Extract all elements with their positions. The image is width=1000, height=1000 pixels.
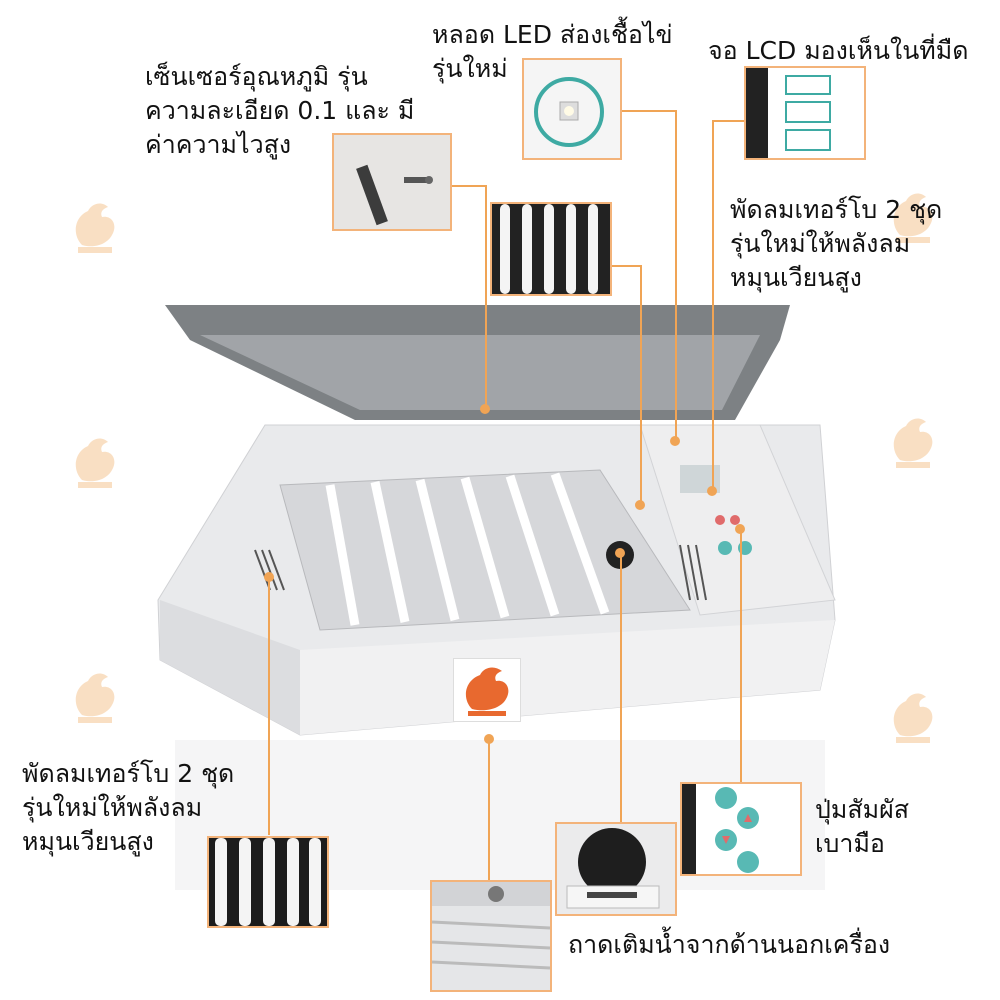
leader-line: [712, 120, 746, 122]
touch-buttons-inset: [680, 782, 802, 876]
leader-dot: [635, 500, 645, 510]
leader-line: [610, 265, 642, 267]
leader-dot: [735, 524, 745, 534]
fan-inset-bottom: [207, 836, 329, 928]
led-callout: หลอด LED ส่องเชื้อไข่ รุ่นใหม่: [432, 20, 673, 83]
lcd-callout: จอ LCD มองเห็นในที่มืด: [708, 36, 969, 65]
water-callout: ถาดเติมน้ำจากด้านนอกเครื่อง: [568, 930, 891, 959]
leader-line: [675, 110, 677, 440]
rooster-watermark-icon: [893, 418, 933, 468]
drawer-inset: [430, 880, 552, 992]
fan-right-callout: พัดลมเทอร์โบ 2 ชุด รุ่นใหม่ให้พลังลม หมุ…: [730, 195, 943, 292]
sensor-inset: [332, 133, 452, 231]
water-port-inset: [555, 822, 677, 916]
led-inset: [522, 58, 622, 160]
rooster-watermark-icon: [75, 203, 115, 253]
touch-callout: ปุ่มสัมผัส เบามือ: [815, 795, 909, 858]
rooster-logo-icon: [465, 667, 509, 716]
rooster-watermark-icon: [75, 438, 115, 488]
leader-line: [740, 528, 742, 783]
leader-line: [268, 575, 270, 835]
leader-dot: [264, 572, 274, 582]
leader-line: [485, 185, 487, 410]
leader-line: [620, 552, 622, 822]
rooster-watermark-icon: [893, 693, 933, 743]
leader-dot: [707, 486, 717, 496]
rooster-watermark-icon: [75, 673, 115, 723]
rooster-watermark-icon: [893, 193, 933, 243]
sensor-callout: เซ็นเซอร์อุณหภูมิ รุ่น ความละเอียด 0.1 แ…: [145, 62, 415, 159]
brand-logo: [453, 658, 521, 722]
fan-left-callout: พัดลมเทอร์โบ 2 ชุด รุ่นใหม่ให้พลังลม หมุ…: [22, 759, 235, 856]
leader-dot: [670, 436, 680, 446]
lcd-inset: [744, 66, 866, 160]
leader-line: [620, 110, 676, 112]
leader-line: [488, 738, 490, 880]
fan-inset-top: [490, 202, 612, 296]
leader-dot: [615, 548, 625, 558]
tray-rails: [325, 472, 610, 626]
leader-line: [450, 185, 486, 187]
leader-dot: [480, 404, 490, 414]
leader-dot: [484, 734, 494, 744]
leader-line: [640, 265, 642, 505]
leader-line: [712, 120, 714, 490]
